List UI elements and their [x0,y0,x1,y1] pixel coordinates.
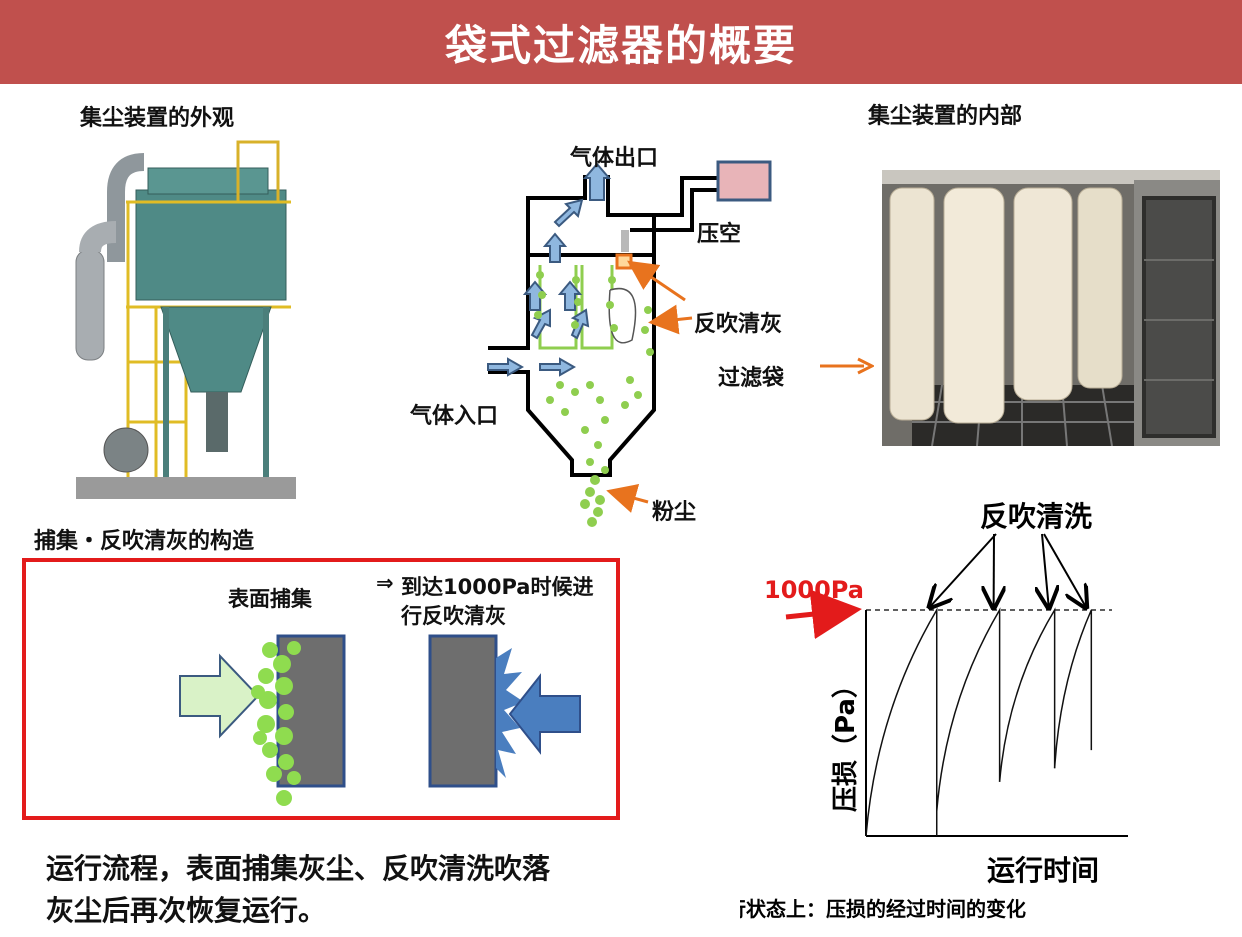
compressed-air-tank [716,160,772,202]
pulse-burst [496,648,524,778]
compressed-air-label: 压空 [697,222,742,247]
threshold-label: 1000Pa [764,576,864,604]
title-bar: 袋式过滤器的概要 [0,0,1242,84]
gas-outlet-label: 气体出口 [570,146,659,171]
structure-caption: 捕集・反吹清灰的构造 [34,529,255,554]
exterior-caption: 集尘装置的外观 [80,106,235,131]
surface-capture-label: 表面捕集 [228,587,312,611]
summary-line-1: 运行流程，表面捕集灰尘、反吹清洗吹落 [46,852,551,885]
filter-panel-cleaning [428,634,498,788]
pressure-cycle-1 [865,607,938,837]
capture-illustration [179,634,581,806]
pressure-drop-chart: 反吹清洗 1000Pa 压损（Pa） 运行时间 运行状态上：压损的经过时间的变化 [740,500,1128,921]
pressure-cycle-3 [998,607,1056,782]
interior-caption: 集尘装置的内部 [868,104,1023,129]
trigger-line-1: 到达1000Pa时候进 [401,575,594,599]
nozzle [615,253,633,270]
x-axis-label: 运行时间 [987,854,1099,887]
summary-line-2: 灰尘后再次恢复运行。 [46,894,327,927]
reverse-blow-label: 反吹清灰 [694,312,783,337]
pulse-arrow [508,673,581,755]
page-title: 袋式过滤器的概要 [444,20,797,70]
trigger-line-2: 行反吹清灰 [401,604,506,628]
filter-bag-label: 过滤袋 [718,366,785,391]
chart-caption: 运行状态上：压损的经过时间的变化 [740,897,1026,921]
gas-inlet-label: 气体入口 [410,404,499,429]
interior-photo [882,170,1220,446]
threshold-arrow [785,589,862,640]
cleaning-callout-4 [1043,533,1085,606]
filter-bag-arrow [820,357,874,375]
dust-label: 粉尘 [652,500,697,525]
inflow-arrow [179,653,260,739]
exterior-photo [66,132,298,504]
chart-title: 反吹清洗 [980,500,1092,533]
pressure-cycle-2 [935,607,1001,812]
bag-filter-schematic [487,160,772,527]
y-axis-label: 压损（Pa） [831,672,861,812]
trigger-arrow-symbol: ⇒ [376,571,394,595]
cleaning-callout-3 [1042,533,1049,606]
housing-left-wall [488,175,587,350]
cleaning-callout-1 [931,533,997,606]
pressure-cycle-4 [1053,609,1093,769]
